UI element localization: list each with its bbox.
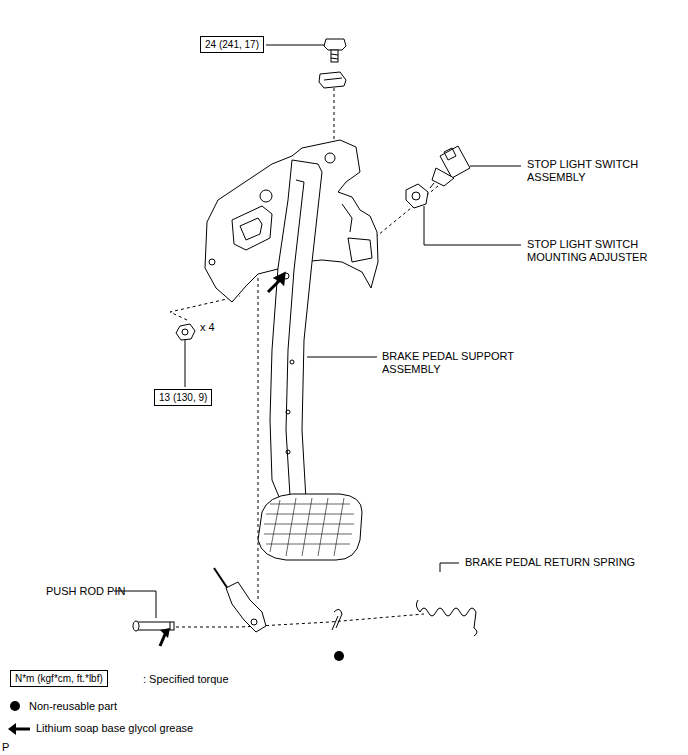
torque-box: 13 (130, 9) [154, 389, 212, 406]
bolt [324, 39, 346, 62]
part-label: x 4 [200, 321, 215, 334]
pad-pattern [264, 498, 354, 556]
part-label: STOP LIGHT SWITCH ASSEMBLY [527, 158, 655, 184]
torque-box: 24 (241, 17) [200, 36, 264, 53]
leader-line [185, 338, 186, 387]
part-label: BRAKE PEDAL RETURN SPRING [465, 556, 635, 569]
non-reusable-dot [334, 651, 344, 661]
leader-line [470, 166, 521, 167]
legend-arrow [14, 728, 30, 731]
switch-adjuster [406, 184, 428, 208]
torque-box: N*m (kgf*cm, ft.*lbf) [10, 670, 108, 687]
part-label: PUSH ROD PIN [46, 585, 125, 598]
stop-light-switch [430, 146, 470, 188]
legend-text: : Specified torque [143, 673, 229, 686]
clip-nut [319, 72, 346, 88]
leader-line [266, 45, 326, 46]
return-spring [420, 608, 476, 628]
leader-line [440, 563, 459, 572]
torque-value: 13 (130, 9) [159, 392, 207, 403]
nut [176, 324, 195, 340]
part-label: BRAKE PEDAL SUPPORT ASSEMBLY [382, 350, 517, 376]
pedal-arm [270, 160, 322, 504]
push-rod [214, 568, 266, 632]
grease-arrow [160, 628, 170, 638]
leader-line [424, 206, 521, 245]
legend-dot [10, 701, 20, 711]
pedal-pad [258, 494, 362, 560]
torque-value: N*m (kgf*cm, ft.*lbf) [15, 673, 103, 684]
legend-text: Lithium soap base glycol grease [36, 722, 193, 735]
legend-text: Non-reusable part [29, 700, 117, 713]
part-label: STOP LIGHT SWITCH MOUNTING ADJUSTER [527, 238, 667, 264]
part-label: P [2, 741, 9, 754]
leader-line [307, 357, 377, 358]
grease-arrow [268, 274, 284, 292]
torque-value: 24 (241, 17) [205, 39, 259, 50]
legend-arrow [8, 723, 16, 735]
clip [332, 609, 342, 630]
